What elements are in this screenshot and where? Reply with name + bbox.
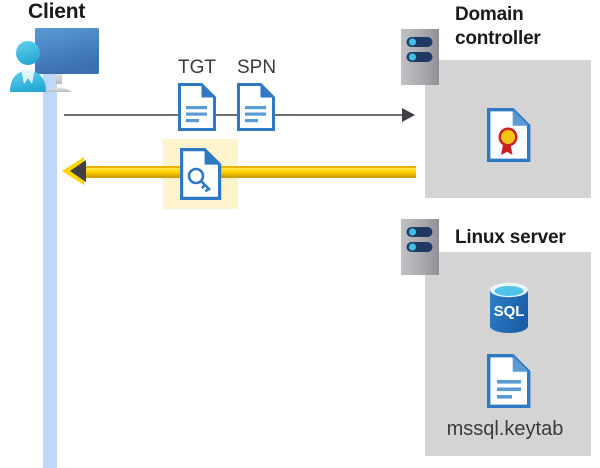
client-title: Client	[28, 0, 86, 23]
client-icon	[6, 24, 106, 111]
tgt-label: TGT	[178, 57, 216, 78]
keytab-filename-label: mssql.keytab	[446, 418, 564, 440]
request-arrow-head-icon	[402, 108, 415, 122]
spn-document-icon	[237, 83, 275, 136]
response-arrow-line	[78, 166, 416, 178]
request-arrow-line	[64, 114, 404, 116]
domain-controller-server-icon	[400, 28, 450, 95]
certificate-document-icon	[487, 108, 531, 167]
linux-server-title: Linux server	[455, 227, 566, 248]
keytab-document-icon	[487, 354, 531, 413]
domain-controller-title: Domain controller	[455, 4, 541, 49]
sql-database-icon: SQL	[486, 281, 532, 340]
client-lifeline	[43, 72, 57, 468]
spn-label: SPN	[237, 57, 277, 78]
tgt-document-icon	[178, 83, 216, 136]
svg-text:SQL: SQL	[494, 303, 525, 320]
key-document-icon	[180, 148, 222, 205]
linux-server-icon	[400, 218, 450, 285]
response-arrow-head-icon	[70, 160, 86, 182]
